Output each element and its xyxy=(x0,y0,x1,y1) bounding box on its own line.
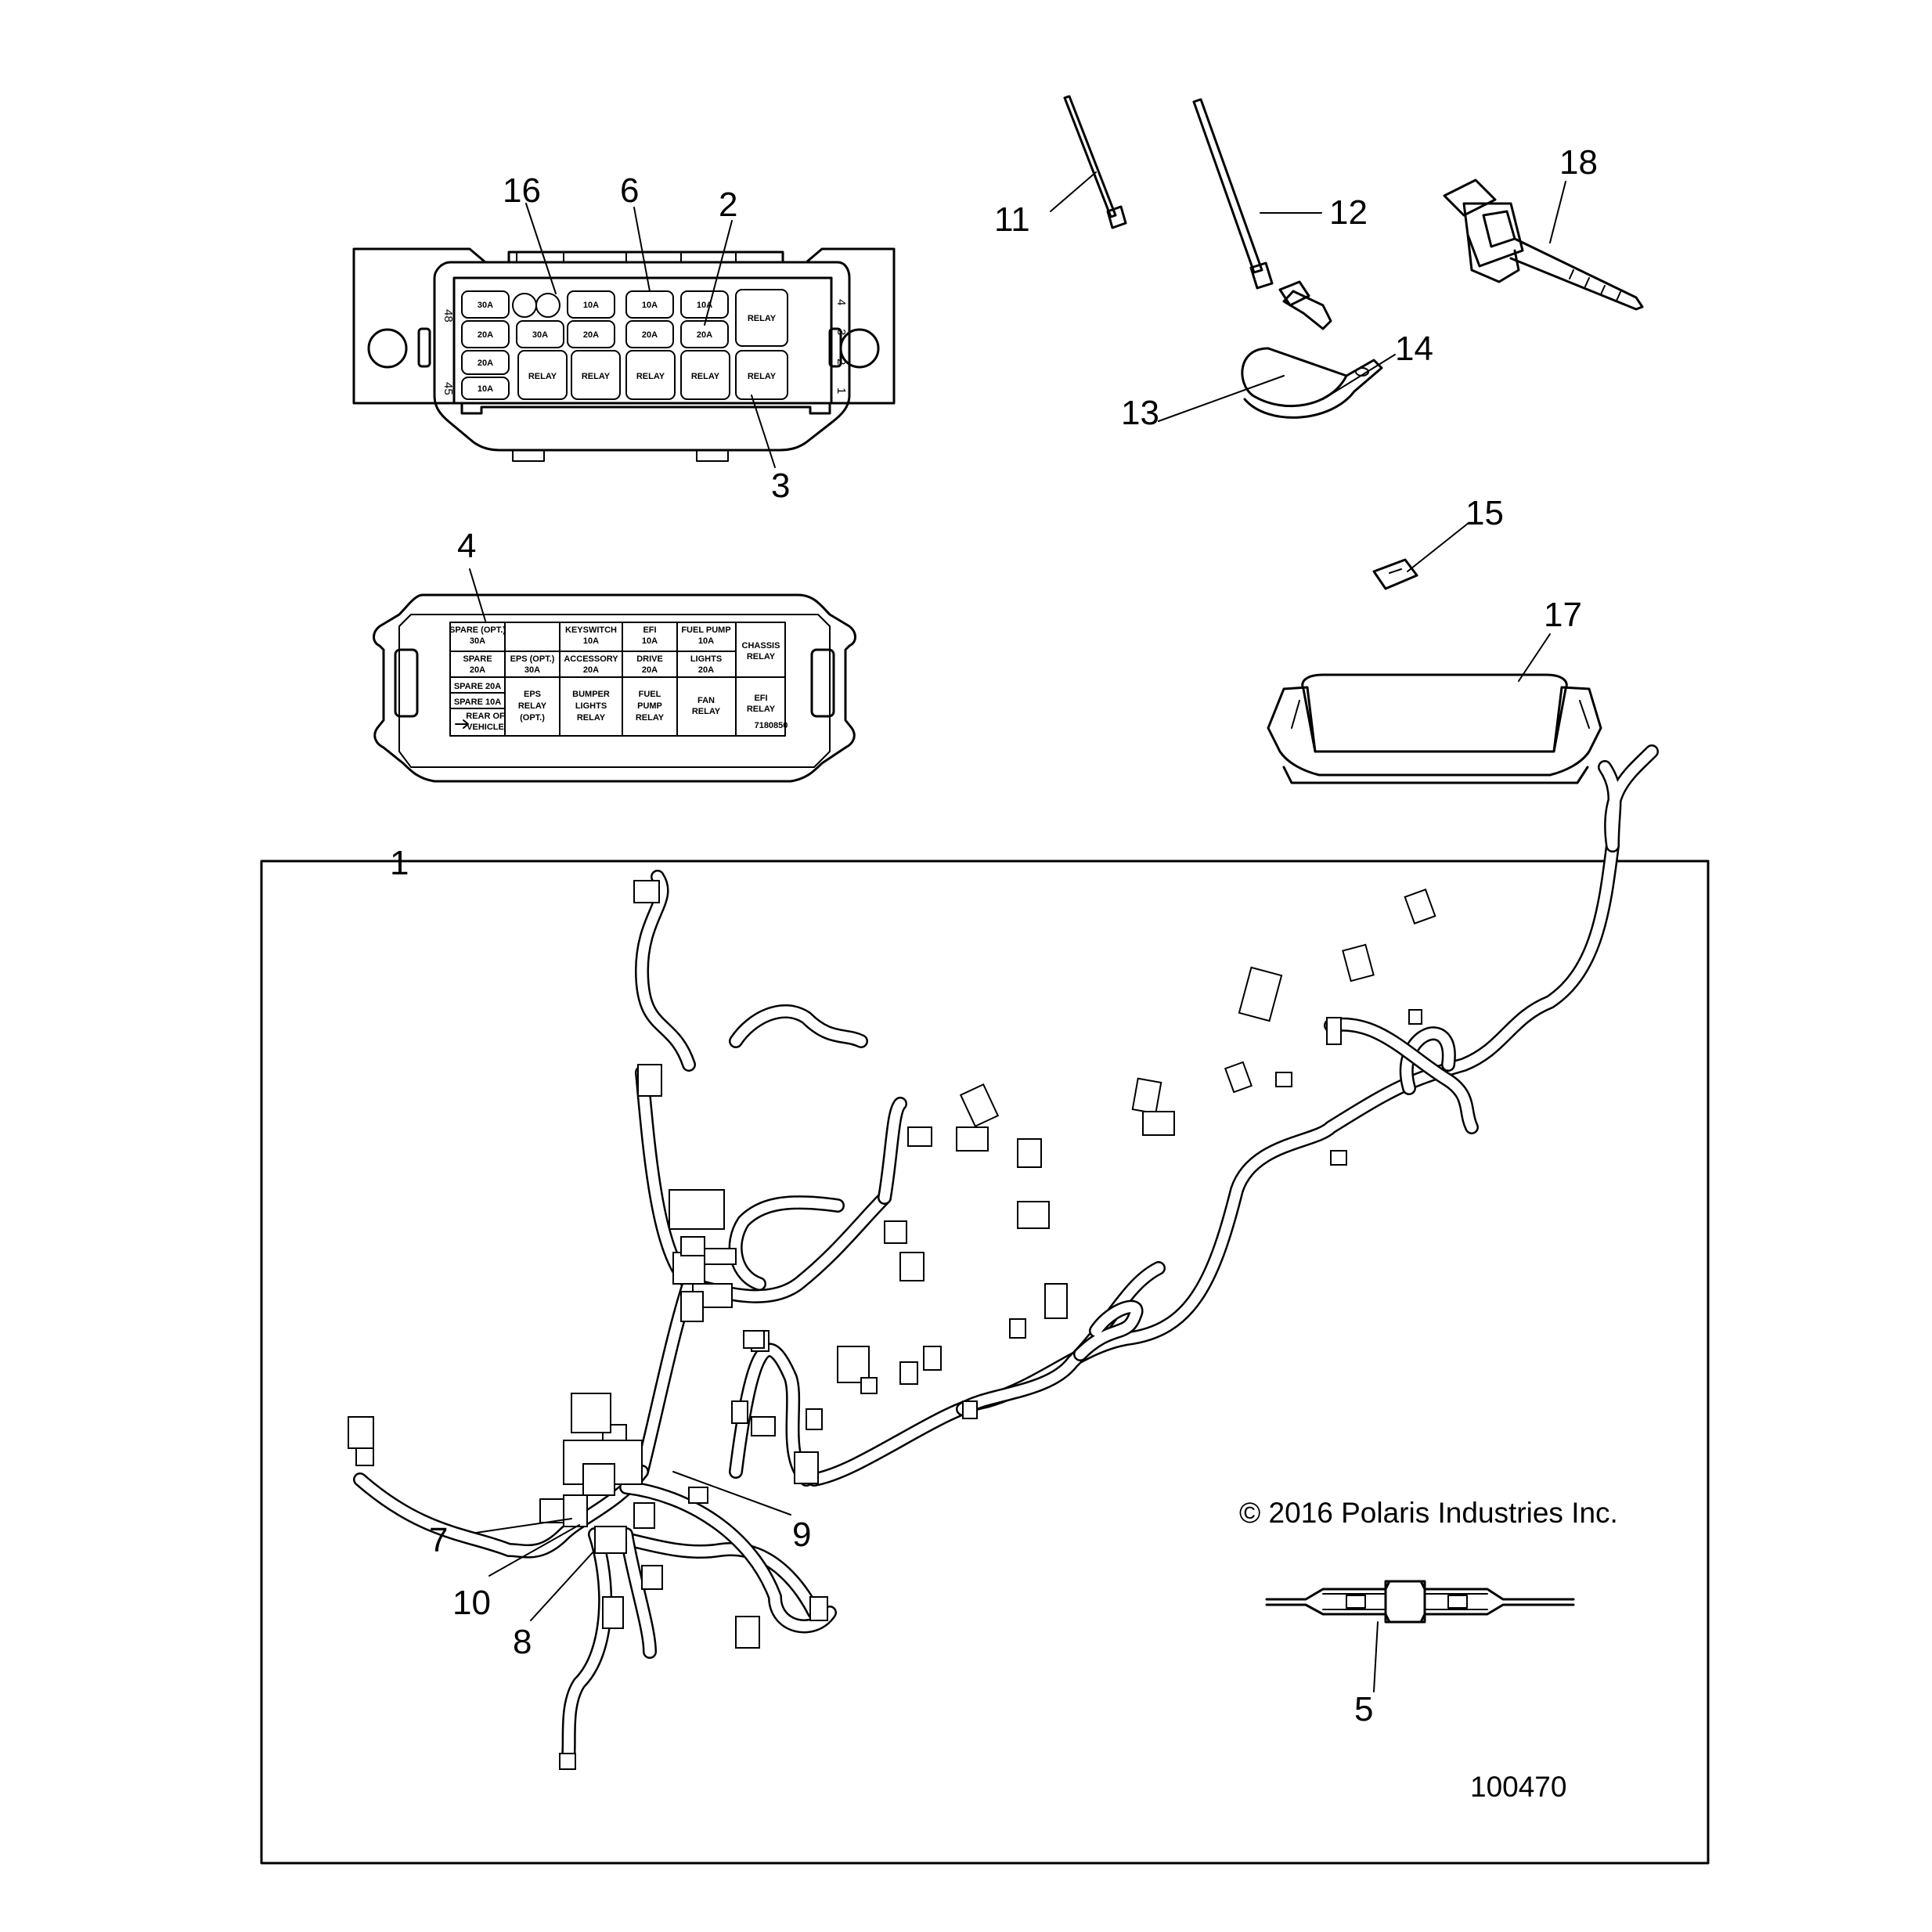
fuse-r3-4: RELAY xyxy=(636,372,665,381)
label-part-no: 7180850 xyxy=(755,721,788,730)
label-chassis-1: CHASSIS xyxy=(742,641,780,651)
label-efi-1: EFI xyxy=(643,625,656,635)
label-fuelpump-2: 10A xyxy=(698,636,714,646)
push-rivet xyxy=(1278,280,1332,330)
fuse-r3-3: RELAY xyxy=(582,372,611,381)
label-eps-opt-1: EPS (OPT.) xyxy=(510,654,555,664)
label-lights-2: 20A xyxy=(698,665,714,675)
fuse-box-side-48: 48 xyxy=(442,309,455,323)
label-spare-opt-1: SPARE (OPT.) xyxy=(449,625,506,635)
fuse-box-base: 48 45 4 3 2 1 30A 10A 10A 10A RELAY 20A … xyxy=(352,247,896,462)
label-drive-1: DRIVE xyxy=(636,654,663,664)
main-wiring-harness xyxy=(348,744,1659,1770)
harness-frame xyxy=(260,860,1710,1865)
callout-4: 4 xyxy=(457,527,476,565)
label-bumper-1: BUMPER xyxy=(572,690,610,699)
label-spare-20a: SPARE 20A xyxy=(454,682,501,691)
figure-id: 100470 xyxy=(1470,1771,1566,1803)
label-fuelpump-relay-1: FUEL xyxy=(639,690,661,699)
callout-1: 1 xyxy=(390,844,409,882)
fuse-r4-1: 10A xyxy=(478,384,493,394)
fuse-r1-3: 10A xyxy=(583,301,599,310)
label-rear-1: REAR OF xyxy=(466,712,505,721)
label-fuelpump-relay-2: PUMP xyxy=(637,701,662,711)
cable-tie-short xyxy=(1063,95,1127,229)
label-accessory-1: ACCESSORY xyxy=(564,654,618,664)
fuse-box-side-2: 2 xyxy=(834,359,848,365)
label-efi-2: 10A xyxy=(642,636,658,646)
fuse-r2-2: 30A xyxy=(532,330,548,340)
callout-14: 14 xyxy=(1395,330,1433,368)
label-drive-2: 20A xyxy=(642,665,658,675)
fuse-r3-2: RELAY xyxy=(528,372,557,381)
label-spare-opt-2: 30A xyxy=(470,636,485,646)
callout-17: 17 xyxy=(1544,596,1582,634)
label-accessory-2: 20A xyxy=(583,665,599,675)
callout-7: 7 xyxy=(429,1521,448,1559)
label-fan-2: RELAY xyxy=(692,707,721,716)
label-fan-1: FAN xyxy=(697,696,715,705)
speed-nut xyxy=(1372,558,1418,590)
fuse-r1-1: 30A xyxy=(478,301,493,310)
callout-2: 2 xyxy=(719,186,737,224)
label-eps-relay-1: EPS xyxy=(524,690,541,699)
callout-numbers: 1 2 3 4 5 6 7 8 9 10 11 12 13 14 15 16 1… xyxy=(390,143,1598,1728)
callout-8: 8 xyxy=(513,1623,532,1661)
label-efi-relay-1: EFI xyxy=(754,694,767,703)
label-fuelpump-1: FUEL PUMP xyxy=(681,625,730,635)
fuse-r1-4: 10A xyxy=(642,301,658,310)
fuse-r2-3: 20A xyxy=(583,330,599,340)
fuse-r2-5: 20A xyxy=(697,330,712,340)
label-rear-2: VEHICLE xyxy=(467,723,504,732)
inline-fuse-holder xyxy=(1265,1580,1575,1624)
copyright-notice: © 2016 Polaris Industries Inc. xyxy=(1239,1497,1618,1529)
label-bumper-2: LIGHTS xyxy=(575,701,607,711)
fuse-r2-1: 20A xyxy=(478,330,493,340)
fuse-r3-1: 20A xyxy=(478,359,493,368)
label-spare20-1: SPARE xyxy=(463,654,492,664)
edge-clip-tie xyxy=(1443,178,1644,311)
fuse-box-side-45: 45 xyxy=(442,382,455,395)
label-kswitch-1: KEYSWITCH xyxy=(565,625,617,635)
fuse-box-side-4: 4 xyxy=(834,299,848,305)
fuse-r2-4: 20A xyxy=(642,330,658,340)
cable-tie-long xyxy=(1192,98,1274,290)
label-eps-opt-2: 30A xyxy=(524,665,540,675)
leader-lines xyxy=(398,171,1566,1692)
callout-5: 5 xyxy=(1354,1690,1373,1728)
fuse-r3-6: RELAY xyxy=(748,372,777,381)
label-spare-10a: SPARE 10A xyxy=(454,697,501,707)
callout-16: 16 xyxy=(503,171,541,210)
label-kswitch-2: 10A xyxy=(583,636,599,646)
label-lights-1: LIGHTS xyxy=(690,654,722,664)
callout-3: 3 xyxy=(771,467,790,505)
fuse-r1-6: RELAY xyxy=(748,314,777,323)
callout-6: 6 xyxy=(620,171,639,210)
fuse-box-cover: SPARE (OPT.) 30A SPARE 20A SPARE 20A SPA… xyxy=(373,593,856,783)
callout-13: 13 xyxy=(1121,394,1159,432)
label-bumper-3: RELAY xyxy=(577,713,606,723)
label-fuelpump-relay-3: RELAY xyxy=(636,713,665,723)
callout-18: 18 xyxy=(1559,143,1598,182)
callout-9: 9 xyxy=(792,1516,811,1554)
label-spare20-2: 20A xyxy=(470,665,485,675)
label-chassis-2: RELAY xyxy=(747,652,776,661)
callout-15: 15 xyxy=(1465,494,1504,532)
fuse-box-lid xyxy=(1267,673,1602,784)
callout-10: 10 xyxy=(452,1584,491,1622)
label-eps-relay-3: (OPT.) xyxy=(520,713,545,723)
fuse-box-side-1: 1 xyxy=(834,387,848,394)
fuse-box-side-3: 3 xyxy=(834,329,848,335)
callout-11: 11 xyxy=(994,200,1030,239)
fuse-r3-5: RELAY xyxy=(691,372,720,381)
label-eps-relay-2: RELAY xyxy=(518,701,547,711)
label-efi-relay-2: RELAY xyxy=(747,705,776,714)
callout-12: 12 xyxy=(1329,193,1368,232)
